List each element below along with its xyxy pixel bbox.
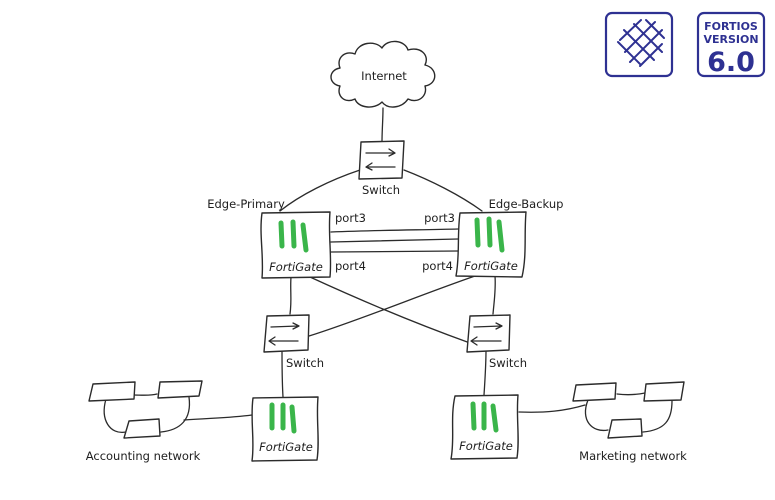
computer-icon bbox=[643, 381, 685, 402]
link-switch-edge-primary bbox=[279, 169, 361, 212]
link-internet-switch bbox=[381, 107, 384, 143]
fortigate-bar-icon bbox=[289, 404, 297, 434]
fortios-version-badge: FORTIOS VERSION 6.0 bbox=[696, 11, 766, 78]
net-link bbox=[616, 392, 646, 396]
internet-label: Internet bbox=[361, 69, 407, 83]
fortigate-bar-icon bbox=[300, 222, 309, 253]
link-right-switch-fortigate bbox=[483, 349, 487, 396]
net-link bbox=[103, 398, 127, 433]
internet-node[interactable]: Internet bbox=[330, 40, 436, 108]
edge-primary-name: Edge-Primary bbox=[207, 197, 285, 211]
link-primary-right-switch bbox=[309, 276, 471, 344]
switch-icon bbox=[263, 314, 310, 353]
arrow-left-icon bbox=[470, 336, 502, 346]
marketing-label: Marketing network bbox=[579, 449, 687, 463]
fortinet-logo bbox=[604, 11, 674, 78]
fortigate-bar-icon bbox=[490, 403, 499, 433]
link-marketing-fortigate bbox=[518, 404, 586, 413]
top-switch-label: Switch bbox=[362, 183, 400, 197]
link-port4 bbox=[330, 250, 459, 253]
edge-primary-fortigate[interactable]: Edge-Primary FortiGate port3 port4 bbox=[207, 197, 366, 279]
right-switch-label: Switch bbox=[489, 356, 527, 370]
arrow-right-icon bbox=[270, 322, 300, 330]
left-switch[interactable]: Switch bbox=[263, 314, 324, 370]
connections bbox=[183, 107, 586, 421]
fortigate-label: FortiGate bbox=[259, 440, 313, 454]
fortigate-label: FortiGate bbox=[269, 260, 323, 274]
edge-backup-name: Edge-Backup bbox=[489, 197, 564, 211]
fortigate-bar-icon bbox=[486, 216, 493, 248]
accounting-label: Accounting network bbox=[86, 449, 201, 463]
right-switch[interactable]: Switch bbox=[466, 314, 527, 370]
arrow-left-icon bbox=[365, 162, 396, 171]
fortinet-lattice-icon bbox=[617, 19, 665, 67]
net-link bbox=[133, 393, 158, 396]
badge-line1: FORTIOS bbox=[704, 20, 758, 33]
arrow-right-icon bbox=[473, 322, 503, 330]
badge-frame bbox=[696, 11, 766, 78]
marketing-fortigate[interactable]: FortiGate bbox=[450, 394, 519, 460]
link-primary-left-switch bbox=[289, 276, 292, 315]
fortigate-bar-icon bbox=[496, 219, 505, 253]
badge-version: 6.0 bbox=[707, 47, 755, 78]
fortigate-label: FortiGate bbox=[464, 259, 518, 273]
net-link bbox=[642, 400, 673, 433]
badge-line2: VERSION bbox=[703, 33, 758, 46]
fortigate-label: FortiGate bbox=[459, 439, 513, 453]
switch-icon bbox=[358, 140, 405, 180]
net-link bbox=[160, 396, 191, 433]
computer-icon bbox=[572, 382, 617, 402]
fortigate-bar-icon bbox=[474, 217, 481, 248]
link-accounting-fortigate bbox=[183, 414, 253, 421]
link-switch-edge-backup bbox=[403, 169, 483, 212]
switch-icon bbox=[466, 314, 511, 353]
edge-backup-port4: port4 bbox=[422, 259, 453, 273]
top-switch[interactable]: Switch bbox=[358, 140, 405, 197]
computer-icon bbox=[123, 418, 161, 439]
marketing-network[interactable]: Marketing network bbox=[572, 381, 687, 463]
link-left-switch-fortigate bbox=[281, 349, 284, 398]
edge-primary-port3: port3 bbox=[335, 211, 366, 225]
left-switch-label: Switch bbox=[286, 356, 324, 370]
link-port3-b bbox=[330, 238, 459, 243]
link-backup-right-switch bbox=[492, 275, 496, 315]
fortigate-bar-icon bbox=[290, 219, 297, 249]
edge-primary-port4: port4 bbox=[335, 259, 366, 273]
arrow-left-icon bbox=[268, 336, 299, 346]
fortigate-bar-icon bbox=[470, 401, 477, 431]
accounting-network[interactable]: Accounting network bbox=[86, 380, 203, 463]
accounting-fortigate[interactable]: FortiGate bbox=[251, 396, 319, 462]
cloud-icon bbox=[330, 40, 436, 108]
fortigate-bar-icon bbox=[278, 220, 285, 249]
edge-backup-fortigate[interactable]: Edge-Backup FortiGate port3 port4 bbox=[422, 197, 564, 278]
computer-icon bbox=[88, 381, 136, 402]
computer-icon bbox=[607, 418, 643, 439]
net-link bbox=[584, 399, 609, 432]
link-backup-left-switch bbox=[308, 275, 476, 337]
edge-backup-port3: port3 bbox=[424, 211, 455, 225]
arrow-right-icon bbox=[365, 148, 396, 157]
link-port3 bbox=[330, 228, 459, 233]
computer-icon bbox=[157, 380, 203, 399]
